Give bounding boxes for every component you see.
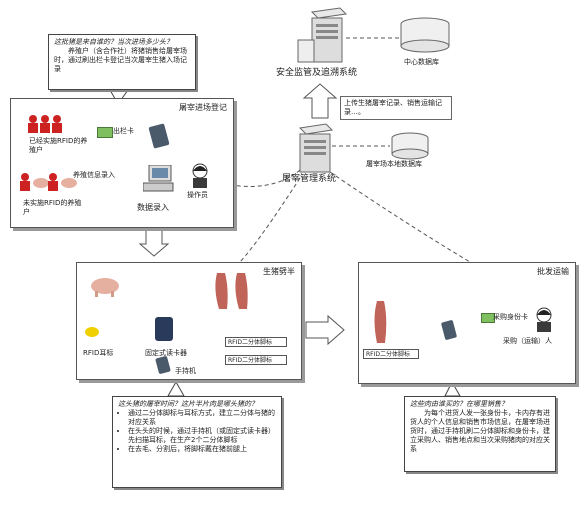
bottom-left-callout: 这头猪的屠宰时间？这片半片肉是哪头猪的？ 通过二分体脚标与耳标方式，建立二分体与… bbox=[112, 396, 282, 488]
tag-box-2: RFID二分体脚标 bbox=[225, 355, 287, 365]
bl-item-2: 在头头的时候，通过手持机（或固定式读卡器）先扫描耳标，在生产2个二分体脚标 bbox=[128, 427, 276, 445]
buyer-icon bbox=[533, 307, 555, 337]
br-question: 这些肉由谁买的？在哪里销售？ bbox=[410, 400, 508, 408]
card-label: 出栏卡 bbox=[113, 127, 134, 135]
wholesale-title: 批发运输 bbox=[537, 267, 569, 276]
handheld-icon-2 bbox=[155, 355, 171, 375]
security-system-label: 安全监管及追溯系统 bbox=[276, 68, 358, 78]
tag-box-1: RFID二分体脚标 bbox=[225, 337, 287, 347]
callout-text: 养殖户（含合作社）将猪销售给屠宰场时，通过刷出栏卡登记当次屠宰生猪入场记录 bbox=[54, 47, 187, 73]
fixed-reader-icon bbox=[155, 317, 173, 341]
handheld-icon bbox=[148, 123, 170, 149]
handheld-icon-3 bbox=[440, 319, 458, 341]
local-db-label: 屠宰场本地数据库 bbox=[366, 160, 422, 168]
registration-panel: 屠宰进场登记 已经实施RFID的养殖户 出栏卡 养殖信息录入 未实施RFID的养… bbox=[10, 98, 234, 228]
upload-arrow bbox=[302, 83, 338, 119]
mgmt-server-icon bbox=[298, 123, 334, 173]
handheld-label: 手持机 bbox=[175, 367, 196, 375]
fixed-reader-label: 固定式读卡器 bbox=[145, 349, 187, 357]
bl-item-3: 在去毛、分割后，将脚标戴在猪前腿上 bbox=[128, 445, 276, 454]
br-text: 为每个进货人发一张身份卡，卡内存有进货人的个人信息和销售市场信息，在屠宰场进货时… bbox=[410, 409, 550, 453]
pig-icon bbox=[87, 275, 123, 301]
ear-tag-icon bbox=[85, 327, 99, 337]
wholesale-tag-box: RFID二分体脚标 bbox=[363, 349, 419, 359]
top-callout: 这批猪是来自谁的？当次进场多少头？ 养殖户（含合作社）将猪销售给屠宰场时，通过刷… bbox=[48, 34, 196, 90]
farmer-group-icon bbox=[25, 113, 65, 139]
card-icon bbox=[97, 127, 113, 138]
right-arrow bbox=[305, 314, 345, 346]
operator-label: 操作员 bbox=[187, 191, 208, 199]
data-entry-label: 数据录入 bbox=[137, 203, 169, 212]
registration-title: 屠宰进场登记 bbox=[179, 103, 227, 112]
farmer-rfid-label: 已经实施RFID的养殖户 bbox=[29, 137, 88, 154]
wholesale-panel: 批发运输 RFID二分体脚标 采购身份卡 采购（运输）人 bbox=[358, 262, 576, 384]
splitting-title: 生猪劈半 bbox=[263, 267, 295, 276]
bl-question: 这头猪的屠宰时间？这片半片肉是哪头猪的？ bbox=[118, 400, 258, 408]
farmer-no-rfid-label: 未实施RFID的养殖户 bbox=[23, 199, 82, 216]
carcass-icon-2 bbox=[371, 299, 391, 349]
central-db-icon bbox=[400, 17, 450, 53]
security-server-icon bbox=[297, 7, 348, 63]
bl-item-1: 通过二分体脚标与耳标方式，建立二分体与猪的对应关系 bbox=[128, 409, 276, 427]
local-db-icon bbox=[391, 132, 429, 160]
rfid-ear-tag-label: RFID耳标 bbox=[83, 349, 114, 357]
info-entry-label: 养殖信息录入 bbox=[73, 171, 115, 179]
callout-pointer-right bbox=[444, 380, 461, 397]
callout-pointer-left bbox=[167, 380, 185, 397]
slaughter-mgmt-label: 屠宰管理系统 bbox=[282, 174, 337, 184]
bottom-right-callout: 这些肉由谁买的？在哪里销售？ 为每个进货人发一张身份卡，卡内存有进货人的个人信息… bbox=[404, 396, 556, 472]
carcass-icon bbox=[211, 269, 255, 315]
down-arrow bbox=[138, 227, 170, 257]
operator-icon bbox=[189, 163, 211, 193]
callout-question: 这批猪是来自谁的？当次进场多少头？ bbox=[54, 38, 173, 46]
central-db-label: 中心数据库 bbox=[404, 58, 439, 66]
upload-note: 上传生猪屠宰记录、销售运输记录…。 bbox=[340, 96, 452, 120]
splitting-panel: 生猪劈半 RFID耳标 固定式读卡器 手持机 RFID二分体脚标 RFID二分体… bbox=[76, 262, 302, 380]
farmer-pig-icon bbox=[19, 171, 79, 197]
callout-pointer bbox=[109, 89, 129, 105]
computer-icon bbox=[142, 164, 177, 199]
buyer-card-icon bbox=[481, 313, 495, 323]
buyer-card-label: 采购身份卡 bbox=[493, 313, 528, 321]
buyer-label: 采购（运输）人 bbox=[503, 337, 552, 345]
